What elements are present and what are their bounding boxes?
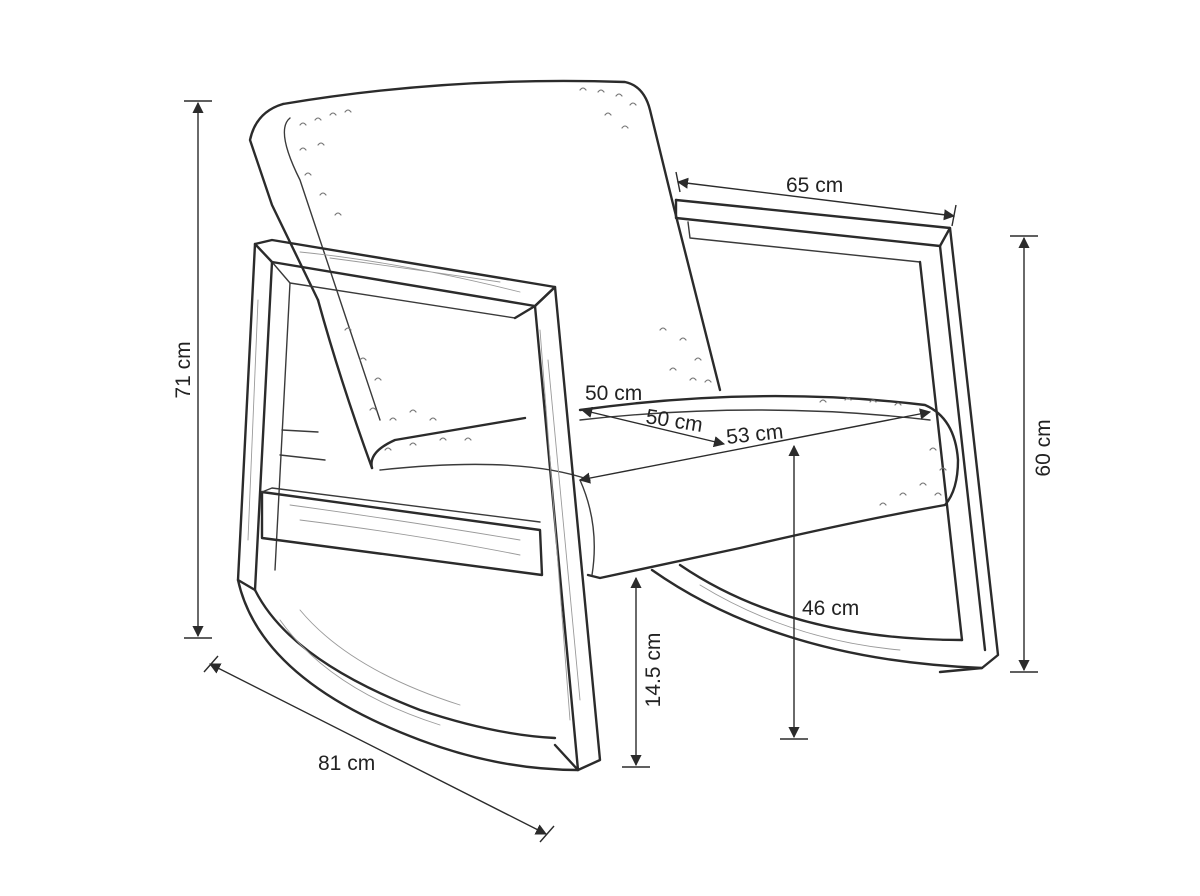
dim-total-depth: [203, 655, 555, 843]
chair-illustration: [236, 79, 1000, 772]
right-frame: [650, 198, 1000, 674]
dim-seat-height: [780, 444, 808, 740]
label-total-depth: 81 cm: [318, 752, 375, 775]
dimension-lines: [184, 100, 1038, 843]
label-back-height: 60 cm: [1032, 419, 1055, 476]
backrest-cushion: [248, 79, 722, 470]
label-total-height: 71 cm: [172, 341, 195, 398]
left-frame: [236, 238, 602, 772]
dim-total-height: [184, 100, 212, 639]
label-back-width: 65 cm: [786, 174, 843, 197]
label-seat-depth-a: 50 cm: [585, 382, 642, 405]
dim-rocker-clearance: [622, 576, 650, 768]
label-seat-height: 46 cm: [802, 597, 859, 620]
boucle-texture: [299, 87, 947, 506]
label-seat-width: 53 cm: [725, 420, 784, 449]
dim-back-width: [675, 171, 957, 227]
dim-seat-width: [578, 408, 932, 484]
dim-back-height: [1010, 235, 1038, 673]
label-seat-depth-b: 50 cm: [644, 405, 704, 437]
label-rocker-clearance: 14.5 cm: [642, 633, 665, 708]
dimension-labels: 65 cm 71 cm 60 cm 50 cm 50 cm 53 cm 46 c…: [172, 174, 1055, 775]
